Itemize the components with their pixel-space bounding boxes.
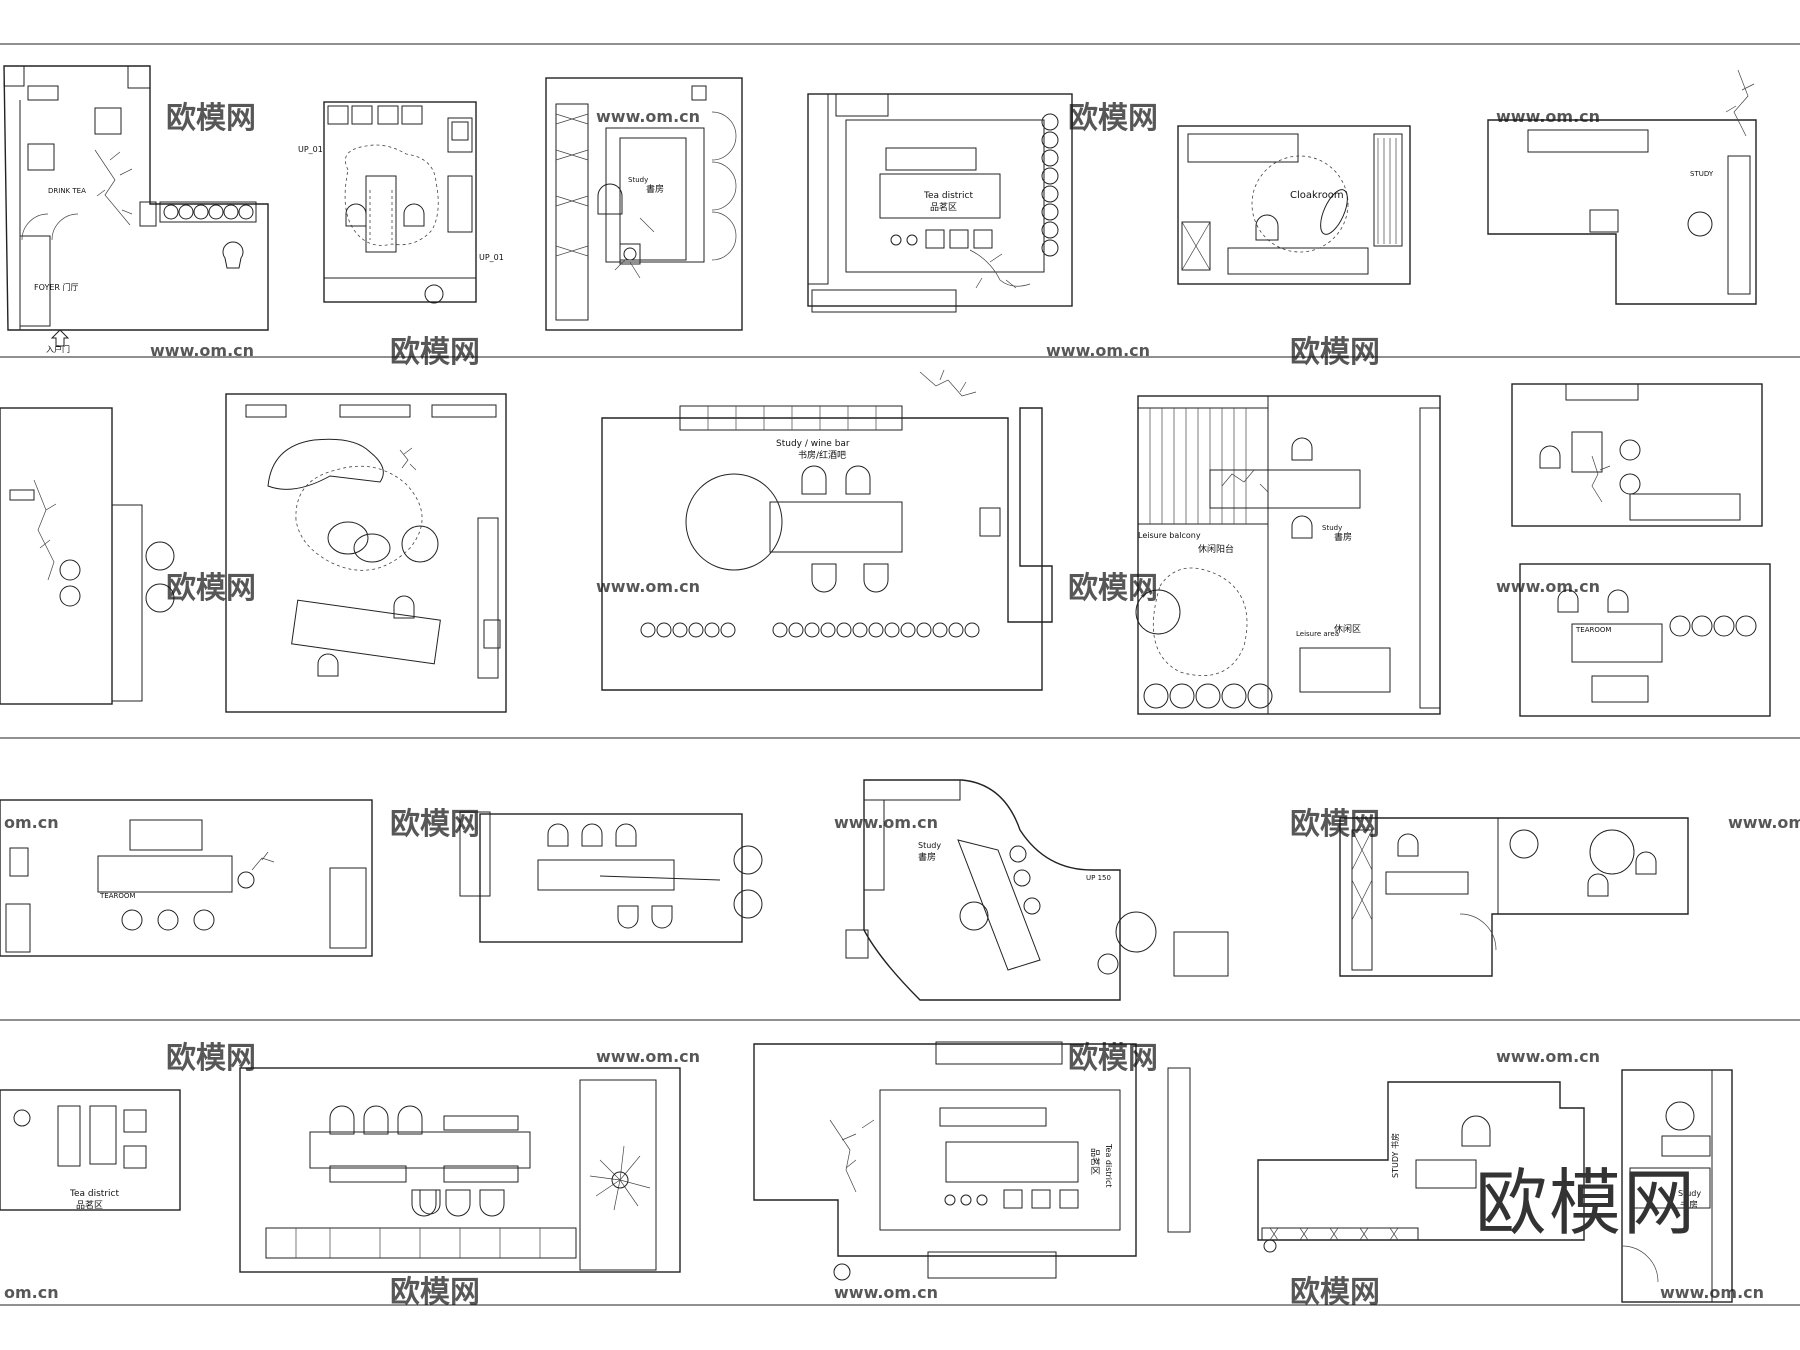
plan-leisure: Leisure balcony 休闲阳台 Study 書房 Leisure ar… [1135, 395, 1441, 715]
label-leisure-balcony-en: Leisure balcony [1138, 531, 1201, 540]
label-leisure-area-en: Leisure area [1296, 630, 1339, 638]
label-study-2-cn: 書房 [1334, 531, 1352, 543]
label-tearoom-1: TEAROOM [1575, 626, 1611, 634]
label-leisure-balcony-cn: 休闲阳台 [1198, 543, 1234, 555]
plan-wine-bar: Study / wine bar 书房/红酒吧 [601, 369, 1053, 691]
plan-partial-left [0, 407, 175, 705]
label-study-en-1: Study [628, 176, 648, 184]
watermark-logo: 欧模网 [1290, 1275, 1380, 1310]
label-tea-district-2-cn: 品茗区 [76, 1200, 103, 1211]
plan-small-tea [1511, 383, 1763, 527]
plan-tea-district-2: Tea district 品茗区 [0, 1089, 181, 1211]
plan-cloakroom: Cloakroom [1177, 125, 1411, 285]
watermark-url: www.om.cn [834, 813, 938, 832]
watermark-logo: 欧模网 [1068, 571, 1158, 606]
label-tea-district-3-cn: 品茗区 [1089, 1148, 1100, 1175]
label-study-cn-1: 書房 [646, 183, 664, 195]
watermark-logo: 欧模网 [1290, 807, 1380, 842]
plan-study-1: 書房 Study [545, 77, 743, 331]
label-drink-tea: DRINK TEA [48, 187, 86, 195]
label-leisure-area-cn: 休闲区 [1334, 623, 1361, 635]
label-study-3-en: Study [918, 841, 941, 850]
plan-study-4: STUDY 书房 Study 书房 [1257, 1069, 1733, 1303]
plan-bar-counter [459, 811, 763, 943]
label-study-2-en: Study [1322, 524, 1342, 532]
label-cloakroom: Cloakroom [1290, 190, 1344, 201]
watermark-logo: 欧模网 [1068, 101, 1158, 136]
watermark-logo: 欧模网 [1068, 1041, 1158, 1076]
watermark-url: www.om.cn [596, 1047, 700, 1066]
watermark-url: www.om.cn [1496, 577, 1600, 596]
watermark-logo: 欧模网 [390, 807, 480, 842]
label-wine-bar-cn: 书房/红酒吧 [798, 449, 846, 461]
watermark-layer: 欧模网 欧模网 欧模网 欧模网 欧模网 欧模网 欧模网 欧模网 欧模网 欧模网 … [4, 101, 1800, 1310]
label-tea-district-3: Tea district [1104, 1143, 1113, 1188]
watermark-logo: 欧模网 [166, 571, 256, 606]
label-study-5-en: Study [1678, 1189, 1701, 1198]
plan-office [1339, 817, 1689, 977]
label-tea-district-2: Tea district [69, 1189, 119, 1199]
label-study-3-cn: 書房 [918, 851, 936, 863]
label-study-4: STUDY 书房 [1390, 1133, 1400, 1178]
watermark-url-short: om.cn [4, 1283, 59, 1302]
watermark-url: www.om.cn [834, 1283, 938, 1302]
label-study-mirror: STUDY [1690, 170, 1714, 178]
watermark-logo: 欧模网 [166, 101, 256, 136]
plan-lounge [225, 393, 507, 713]
watermark-url: www.om.cn [150, 341, 254, 360]
plan-tearoom-1: TEAROOM [1519, 563, 1771, 717]
label-tea-district-1-cn: 品茗区 [930, 202, 957, 213]
watermark-logo: 欧模网 [166, 1041, 256, 1076]
label-entrance: 入户门 [46, 344, 70, 354]
label-up-b: UP_01 [479, 253, 504, 262]
watermark-logo: 欧模网 [390, 335, 480, 370]
plan-foyer: DRINK TEA FOYER 门厅 入户门 [3, 65, 269, 354]
label-tearoom-2: TEAROOM [99, 892, 135, 900]
watermark-url: www.om.cn [1728, 813, 1800, 832]
plan-up-lounge: UP_01 UP_01 [298, 101, 504, 304]
watermark-url: www.om.cn [1660, 1283, 1764, 1302]
watermark-url: www.om.cn [596, 107, 700, 126]
label-up-150: UP 150 [1086, 874, 1111, 882]
watermark-logo: 欧模网 [390, 1275, 480, 1310]
plan-study-mirror: STUDY [1487, 69, 1757, 305]
label-wine-bar-en: Study / wine bar [776, 439, 850, 449]
watermark-url: www.om.cn [1496, 1047, 1600, 1066]
watermark-url: www.om.cn [596, 577, 700, 596]
plan-dining [239, 1067, 681, 1273]
row-separators [0, 43, 1800, 1306]
plan-study-3: Study 書房 UP 150 [845, 779, 1229, 1001]
plan-tearoom-2: TEAROOM [0, 799, 373, 957]
plan-tea-district-3: Tea district 品茗区 [753, 1041, 1191, 1281]
watermark-url-short: om.cn [4, 813, 59, 832]
label-tea-district-1: Tea district [923, 191, 973, 201]
watermark-logo: 欧模网 [1290, 335, 1380, 370]
watermark-url: www.om.cn [1496, 107, 1600, 126]
watermark-url: www.om.cn [1046, 341, 1150, 360]
brand-logo: 欧模网 [1475, 1161, 1698, 1245]
label-up-a: UP_01 [298, 145, 323, 154]
label-study-5-cn: 书房 [1680, 1199, 1698, 1211]
label-foyer: FOYER 门厅 [34, 282, 79, 292]
plan-tea-district-1: Tea district 品茗区 [807, 93, 1073, 313]
